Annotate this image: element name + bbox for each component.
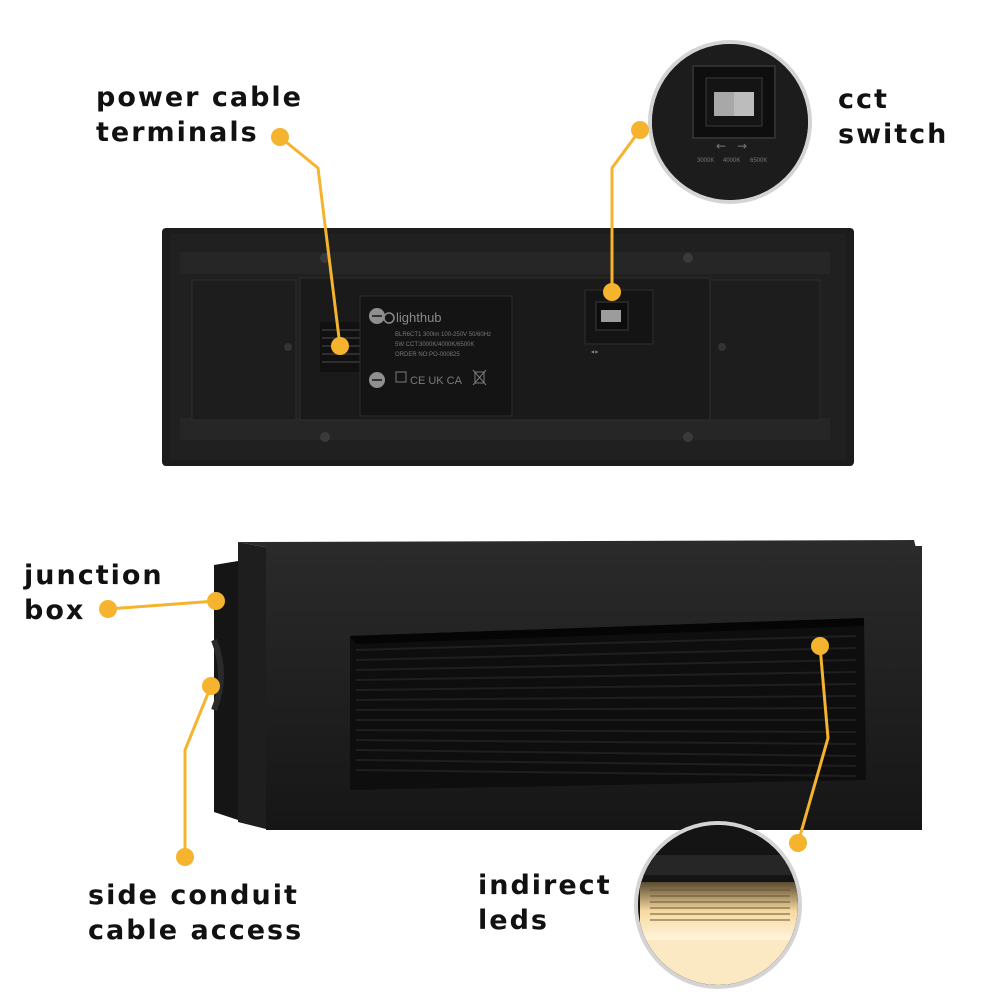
svg-text:4000K: 4000K [723,158,740,164]
callout-junction-box: junction box [24,558,164,628]
zoom-indirect-leds [634,821,802,989]
svg-text:◀ ▶: ◀ ▶ [591,349,599,354]
zoom-cct-switch: ← → 3000K 4000K 6500K [648,40,812,204]
label-line3: ORDER NO:PO-000825 [395,352,460,358]
callout-side-conduit-line1: side conduit [88,880,299,911]
weee-bin-icon [472,369,487,386]
callout-junction-box-line1: junction [24,560,164,591]
callout-indirect-leds: indirect leds [478,868,612,938]
callout-cct-switch: cct switch [838,82,948,152]
label-brand: lighthub [396,310,442,325]
callout-cct-switch-line2: switch [838,119,949,150]
arrow-right-icon: → [737,139,747,153]
callout-leaders [107,129,830,857]
callout-power-terminals: power cable terminals [96,80,303,150]
label-marks: CE UK CA [410,375,463,387]
callout-side-conduit-line2: cable access [88,915,304,946]
label-line1: BLR6CT1 300lm 100-250V 50/60Hz [395,332,491,338]
svg-text:3000K: 3000K [697,158,714,164]
callout-indirect-leds-line1: indirect [478,870,612,901]
arrow-left-icon: ← [716,139,726,153]
fitting-back-view [162,228,854,466]
callout-cct-switch-line1: cct [838,84,889,115]
callout-power-terminals-line2: terminals [96,117,259,148]
callout-side-conduit: side conduit cable access [88,878,303,948]
callout-power-terminals-line1: power cable [96,82,303,113]
fitting-front-view [211,540,922,830]
label-line2: 5W CCT:3000K/4000K/6500K [395,342,474,348]
callout-junction-box-line2: box [24,595,86,626]
svg-text:6500K: 6500K [750,158,767,164]
callout-indirect-leds-line2: leds [478,905,549,936]
callout-dots [99,121,829,866]
